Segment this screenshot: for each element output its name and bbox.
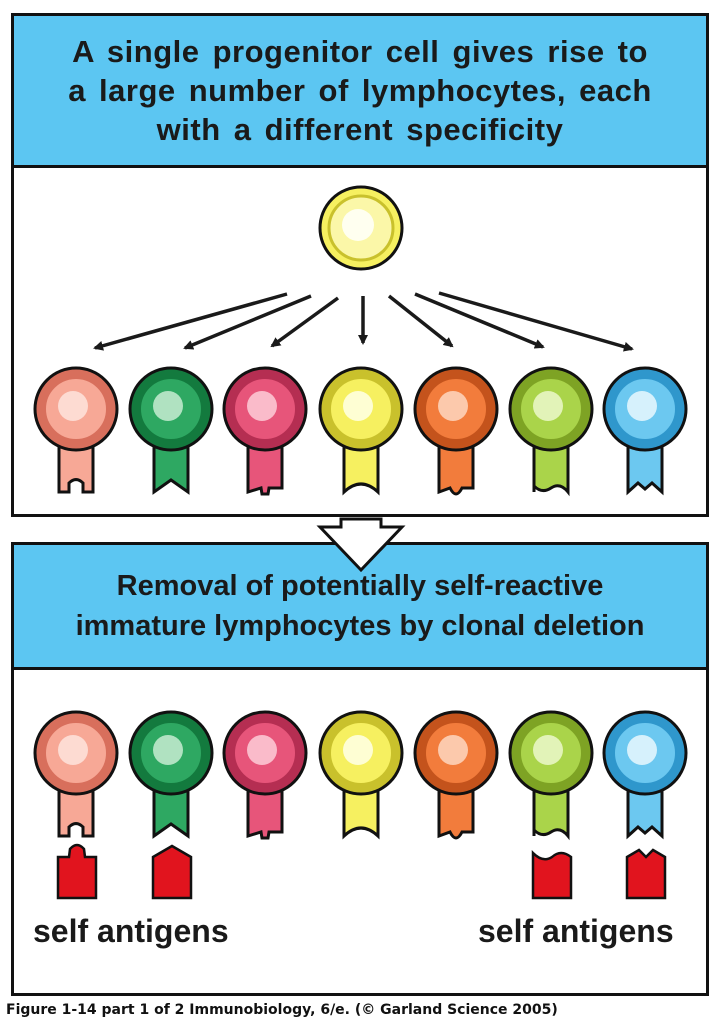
top-lymphocyte-orange <box>413 366 499 496</box>
top-lymphocyte-row <box>33 366 688 497</box>
bottom-lymphocyte-green <box>128 710 214 839</box>
bottom-highlight-green <box>153 735 183 765</box>
top-highlight-yellow <box>343 391 373 421</box>
arrow-2 <box>183 294 312 350</box>
bottom-lymphocyte-blue <box>602 710 688 840</box>
top-receptor-orange <box>437 435 475 496</box>
self-antigen-green <box>151 844 193 900</box>
bottom-highlight-orange <box>438 735 468 765</box>
top-highlight-green <box>153 391 183 421</box>
bottom-lymphocyte-yellow <box>318 710 404 840</box>
bottom-lymphocyte-salmon <box>33 710 119 838</box>
bottom-panel-title: Removal of potentially self-reactive imm… <box>14 545 706 670</box>
bottom-highlight-salmon <box>58 735 88 765</box>
self-antigen-lime <box>531 849 573 900</box>
bottom-receptor-orange <box>437 779 475 840</box>
differentiation-arrows <box>93 291 634 352</box>
bottom-receptor-yellow <box>342 779 380 840</box>
top-title-line-2: a large number of lymphocytes, each <box>68 73 652 108</box>
top-receptor-salmon <box>57 435 95 494</box>
arrow-1 <box>93 292 288 351</box>
bottom-lymphocyte-orange <box>413 710 499 840</box>
top-highlight-lime <box>533 391 563 421</box>
figure-caption: Figure 1-14 part 1 of 2 Immunobiology, 6… <box>6 1002 558 1018</box>
top-panel-title: A single progenitor cell gives rise to a… <box>14 16 706 168</box>
bottom-lymphocyte-row <box>33 710 688 841</box>
top-highlight-orange <box>438 391 468 421</box>
top-panel: A single progenitor cell gives rise to a… <box>11 13 709 517</box>
bottom-highlight-lime <box>533 735 563 765</box>
arrow-7 <box>438 291 634 352</box>
bottom-receptor-pink <box>246 779 284 840</box>
top-receptor-yellow <box>342 435 380 496</box>
arrow-6 <box>414 292 545 349</box>
top-title-line-1: A single progenitor cell gives rise to <box>72 34 648 69</box>
bottom-title-line-2: immature lymphocytes by clonal deletion <box>75 610 645 642</box>
top-highlight-pink <box>247 391 277 421</box>
top-receptor-lime <box>532 435 570 497</box>
self-antigens-label-left: self antigens <box>33 913 229 949</box>
top-lymphocyte-blue <box>602 366 688 496</box>
bottom-title-line-1: Removal of potentially self-reactive <box>116 570 604 602</box>
arrow-5 <box>387 294 454 348</box>
bottom-receptor-salmon <box>57 779 95 838</box>
arrow-3 <box>270 296 340 348</box>
transition-down-arrow <box>316 517 406 573</box>
self-antigen-salmon <box>56 843 98 900</box>
top-lymphocyte-yellow <box>318 366 404 496</box>
bottom-lymphocyte-lime <box>508 710 594 841</box>
top-lymphocyte-green <box>128 366 214 495</box>
top-lymphocyte-lime <box>508 366 594 497</box>
bottom-highlight-blue <box>627 735 657 765</box>
bottom-lymphocyte-pink <box>222 710 308 840</box>
bottom-highlight-pink <box>247 735 277 765</box>
top-title-line-3: with a different specificity <box>156 112 564 147</box>
self-antigens-label-right: self antigens <box>478 913 674 949</box>
top-highlight-salmon <box>58 391 88 421</box>
self-antigen-row <box>56 843 667 900</box>
self-antigen-blue <box>625 848 667 900</box>
top-highlight-blue <box>627 391 657 421</box>
top-lymphocyte-pink <box>222 366 308 496</box>
top-receptor-pink <box>246 435 284 496</box>
progenitor-cell <box>318 185 404 271</box>
top-lymphocyte-salmon <box>33 366 119 494</box>
bottom-highlight-yellow <box>343 735 373 765</box>
bottom-receptor-lime <box>532 779 570 841</box>
